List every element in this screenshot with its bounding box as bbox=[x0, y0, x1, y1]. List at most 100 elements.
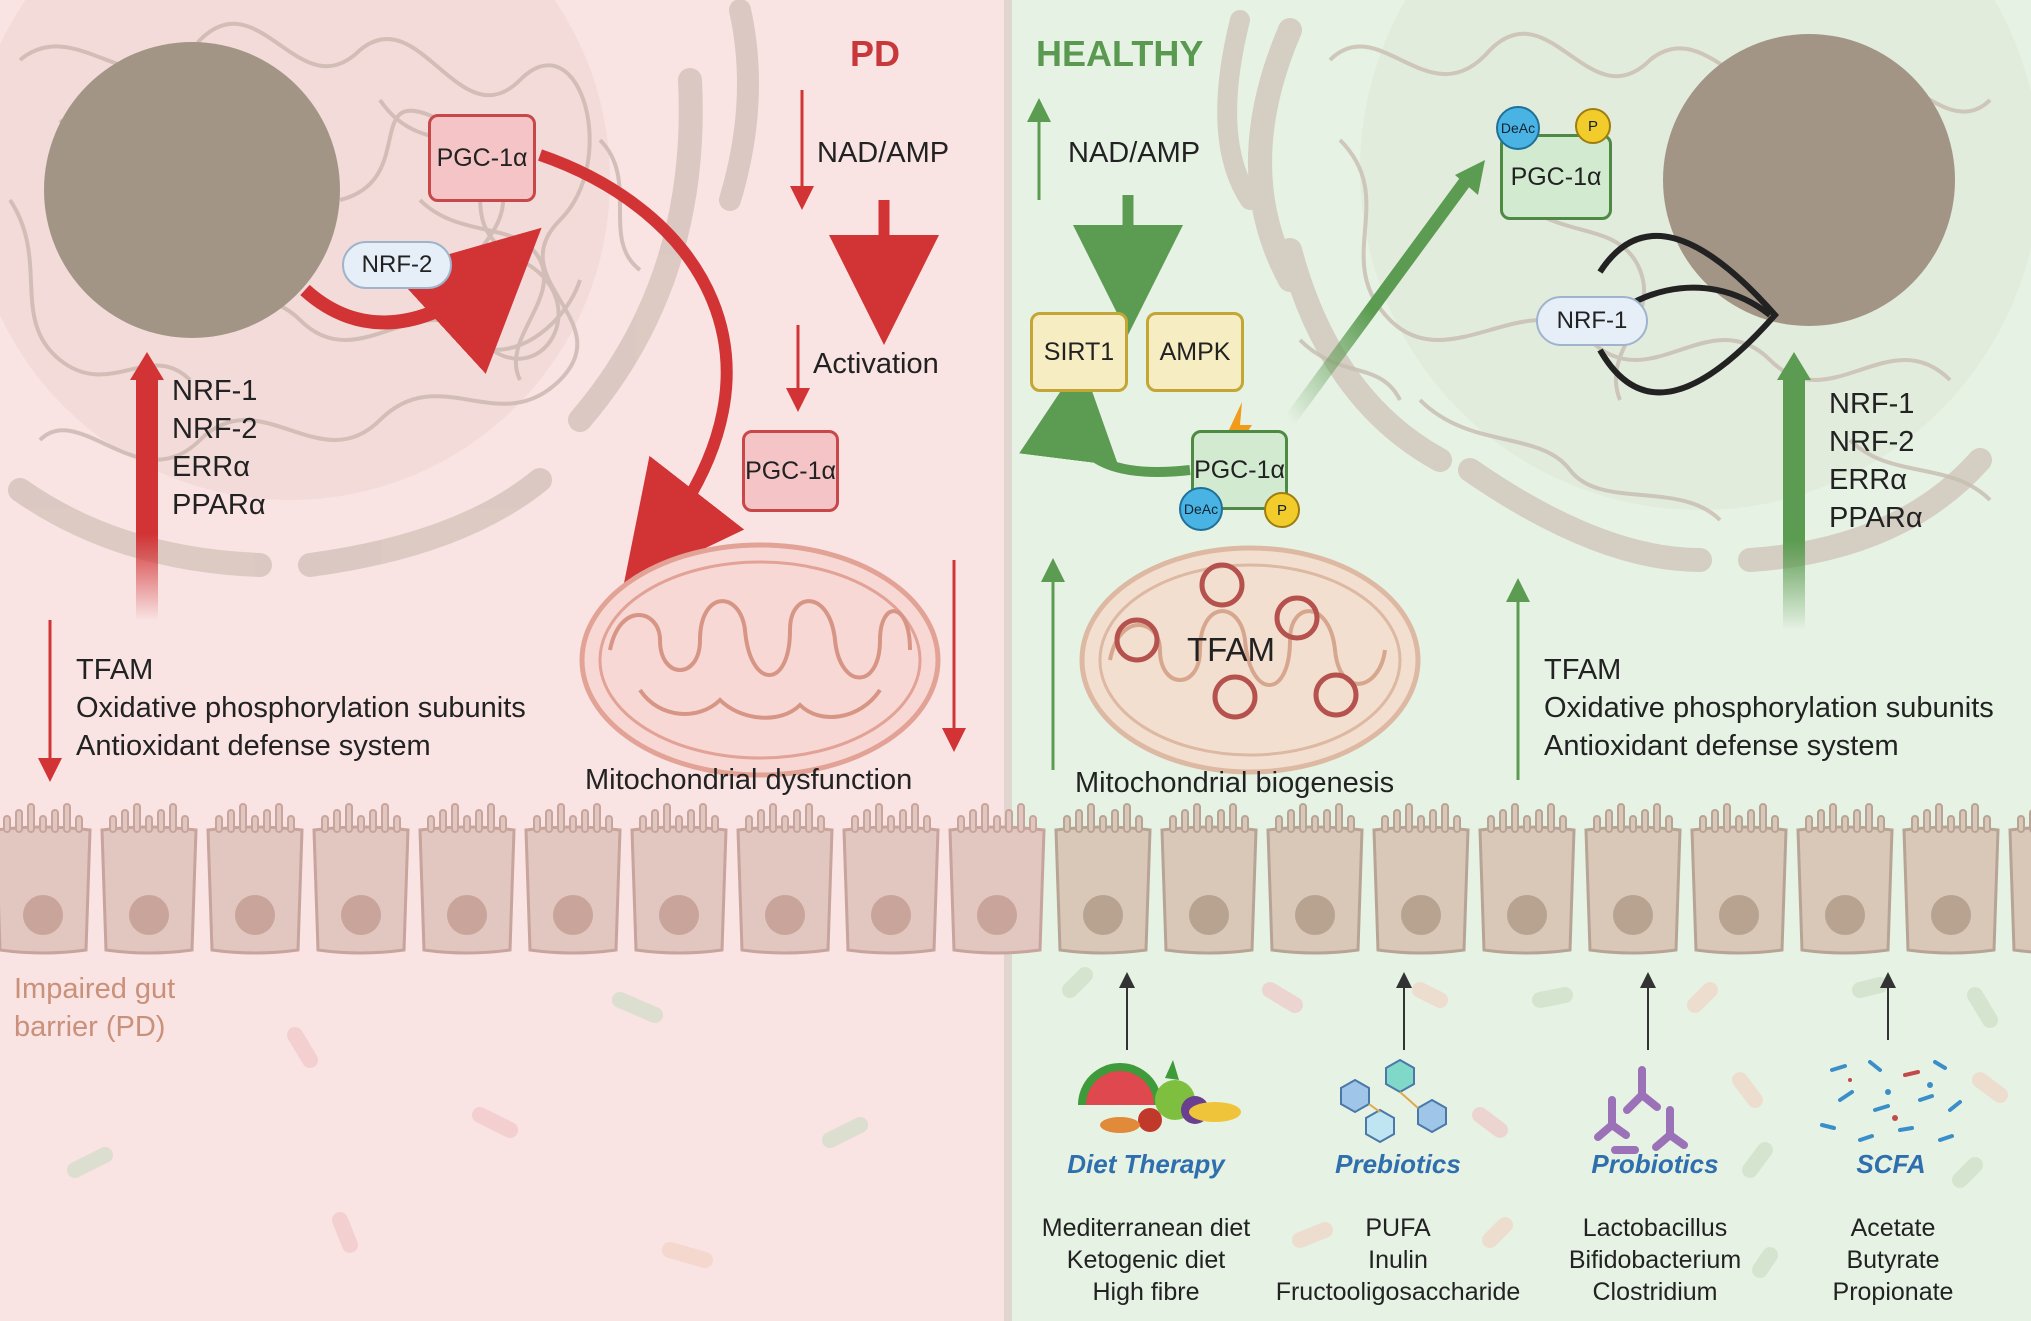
deac-badge-top: DeAc bbox=[1496, 106, 1540, 150]
microvillus bbox=[1193, 803, 1201, 833]
microvillus bbox=[711, 815, 719, 833]
microvillus bbox=[581, 809, 589, 833]
microvillus bbox=[805, 803, 813, 833]
microvillus bbox=[1723, 803, 1731, 833]
microvillus bbox=[1947, 815, 1955, 833]
microvillus bbox=[393, 815, 401, 833]
microvillus bbox=[981, 803, 989, 833]
microvillus bbox=[1205, 815, 1213, 833]
microvillus bbox=[1971, 803, 1979, 833]
microvillus bbox=[1299, 803, 1307, 833]
p-badge-top: P bbox=[1575, 108, 1611, 144]
epithelial-nucleus bbox=[1295, 895, 1335, 935]
probiotic-item-1: Lactobacillus bbox=[1582, 1214, 1728, 1242]
microvillus bbox=[1087, 803, 1095, 833]
category-probiotics: Probiotics bbox=[1591, 1149, 1719, 1179]
pd-gut-caption-line1: Impaired gut bbox=[14, 973, 176, 1005]
lightning-icon bbox=[1228, 402, 1252, 455]
healthy-output-tfam: TFAM bbox=[1544, 654, 1622, 686]
epithelial-nucleus bbox=[871, 895, 911, 935]
microvillus bbox=[769, 803, 777, 833]
microvillus bbox=[887, 815, 895, 833]
p-badge-mid: P bbox=[1264, 492, 1300, 528]
healthy-mito-tfam-label: TFAM bbox=[1187, 631, 1275, 668]
nrf2-to-pgc-arrow bbox=[300, 227, 542, 374]
microvillus bbox=[109, 815, 117, 833]
healthy-outputs: TFAM Oxidative phosphorylation subunits … bbox=[1544, 651, 1994, 765]
microvillus bbox=[169, 803, 177, 833]
probiotic-item-2: Bifidobacterium bbox=[1568, 1246, 1742, 1274]
pgc-to-sirt1-arrow bbox=[1019, 360, 1191, 477]
microvillus bbox=[475, 809, 483, 833]
epithelial-nucleus bbox=[447, 895, 487, 935]
microvillus bbox=[145, 815, 153, 833]
epithelial-nucleus bbox=[659, 895, 699, 935]
epithelial-nucleus bbox=[977, 895, 1017, 935]
microvillus bbox=[1029, 815, 1037, 833]
microvillus bbox=[651, 809, 659, 833]
microvillus bbox=[745, 815, 753, 833]
pd-pgc1a-box-top: PGC-1α bbox=[428, 114, 536, 202]
healthy-mito-caption: Mitochondrial biogenesis bbox=[1075, 767, 1395, 799]
microvillus bbox=[1805, 815, 1813, 833]
microvillus bbox=[1405, 803, 1413, 833]
microvillus bbox=[1311, 815, 1319, 833]
microvillus bbox=[463, 815, 471, 833]
healthy-nrf1-pill: NRF-1 bbox=[1536, 296, 1648, 346]
microvillus bbox=[15, 809, 23, 833]
pd-title: PD bbox=[850, 33, 901, 74]
pd-mito-caption: Mitochondrial dysfunction bbox=[585, 764, 913, 796]
microvillus bbox=[757, 809, 765, 833]
microvillus bbox=[1935, 803, 1943, 833]
microvillus bbox=[1535, 809, 1543, 833]
microvillus bbox=[1711, 809, 1719, 833]
healthy-factor-erra: ERRα bbox=[1829, 464, 1907, 496]
microvillus bbox=[1841, 815, 1849, 833]
bacteria-icon bbox=[1594, 1066, 1688, 1154]
microvillus bbox=[381, 803, 389, 833]
microvillus bbox=[1429, 809, 1437, 833]
microvillus bbox=[275, 803, 283, 833]
microvillus bbox=[1665, 815, 1673, 833]
diet-therapy-items: Mediterranean diet Ketogenic diet High f… bbox=[1042, 1212, 1250, 1308]
healthy-mitochondrion bbox=[1079, 545, 1421, 775]
microvillus bbox=[1877, 815, 1885, 833]
microvillus bbox=[957, 815, 965, 833]
pd-output-oxphos: Oxidative phosphorylation subunits bbox=[76, 692, 526, 724]
microvillus bbox=[121, 809, 129, 833]
microvillus bbox=[333, 809, 341, 833]
pd-output-tfam: TFAM bbox=[76, 654, 154, 686]
microvillus bbox=[817, 815, 825, 833]
microvillus bbox=[75, 815, 83, 833]
diet-item-3: High fibre bbox=[1092, 1278, 1200, 1306]
microvillus bbox=[157, 809, 165, 833]
scfa-item-3: Propionate bbox=[1832, 1278, 1954, 1306]
healthy-factor-ppara: PPARα bbox=[1829, 502, 1923, 534]
microvillus bbox=[239, 803, 247, 833]
microvillus bbox=[1323, 809, 1331, 833]
healthy-nad-amp-label: NAD/AMP bbox=[1068, 137, 1201, 169]
microvillus bbox=[1629, 815, 1637, 833]
microvillus bbox=[969, 809, 977, 833]
nrf1-loop bbox=[1597, 232, 1780, 396]
microvillus bbox=[1275, 815, 1283, 833]
epithelial-nucleus bbox=[1083, 895, 1123, 935]
microvillus bbox=[439, 809, 447, 833]
pd-mitochondrion bbox=[579, 542, 941, 778]
microvillus bbox=[1135, 815, 1143, 833]
epithelial-nucleus bbox=[1507, 895, 1547, 935]
microvillus bbox=[2017, 815, 2025, 833]
microvillus bbox=[533, 815, 541, 833]
epithelial-nucleus bbox=[235, 895, 275, 935]
deac-badge-mid: DeAc bbox=[1179, 487, 1223, 531]
scattered-molecules-icon bbox=[1820, 1060, 1962, 1142]
microvillus bbox=[345, 803, 353, 833]
microvillus bbox=[781, 815, 789, 833]
pd-nad-amp-label: NAD/AMP bbox=[817, 137, 950, 169]
microvillus bbox=[1347, 815, 1355, 833]
microvillus bbox=[1829, 803, 1837, 833]
microvillus bbox=[1169, 815, 1177, 833]
microvillus bbox=[1911, 815, 1919, 833]
